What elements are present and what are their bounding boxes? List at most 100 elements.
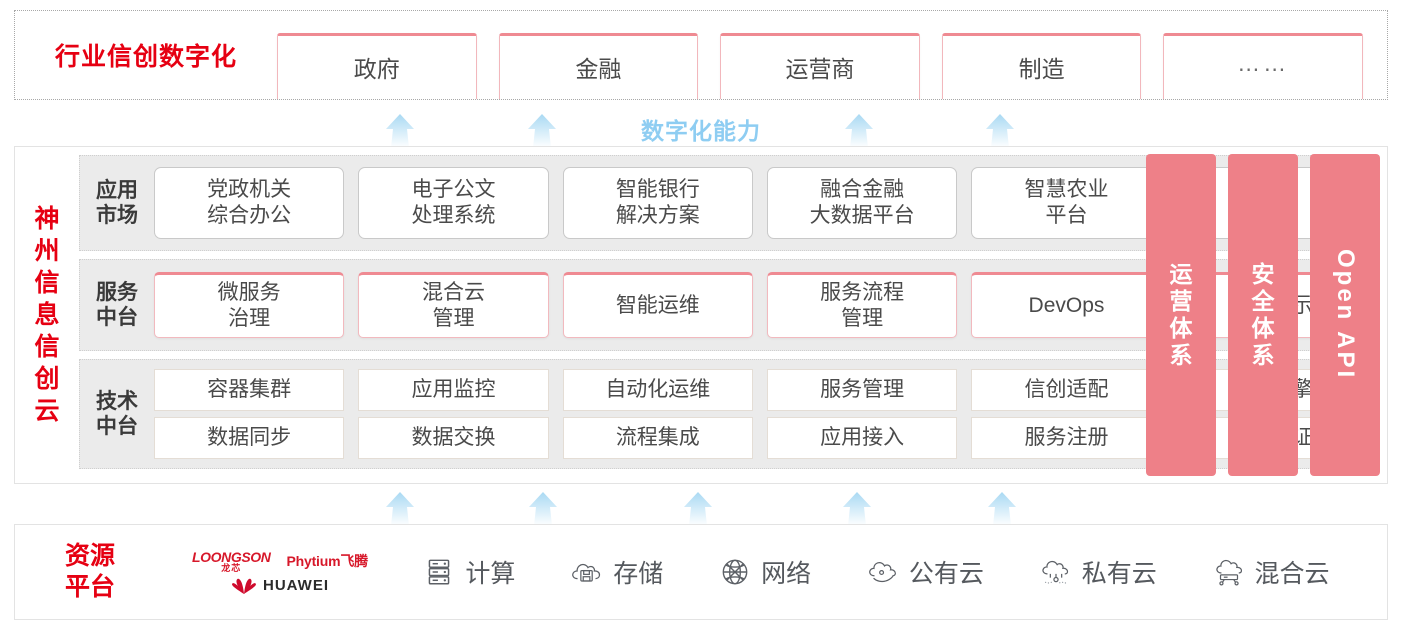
tier-row-tech-platform: 技术 中台 容器集群 应用监控 自动化运维 服务管理 信创适配 流程引擎 数据同…: [79, 359, 1379, 469]
tech-card-container-cluster[interactable]: 容器集群: [154, 369, 345, 411]
cloud-title-char: 神: [34, 205, 60, 233]
tier-label-tech-platform: 技术 中台: [80, 360, 154, 468]
card-line: 流程集成: [615, 426, 700, 450]
pillar-char: 营: [1169, 287, 1193, 314]
card-line: 服务管理: [820, 378, 905, 402]
tech-card-app-monitoring[interactable]: 应用监控: [358, 369, 549, 411]
resource-item-label: 混合云: [1254, 560, 1330, 588]
tech-card-data-exchange[interactable]: 数据交换: [358, 417, 549, 459]
card-line: 管理: [432, 307, 475, 330]
card-line: 应用接入: [820, 426, 905, 450]
up-arrow-icon: [528, 114, 556, 148]
loongson-logo-cn: 龙芯: [221, 562, 242, 573]
industry-band-title: 行业信创数字化: [54, 43, 237, 71]
resource-platform-band: 资源 平台 LOONGSON 龙芯 Phytium飞腾: [14, 524, 1388, 620]
resource-arrow-band: [0, 486, 1402, 526]
tech-card-app-access[interactable]: 应用接入: [766, 417, 958, 459]
industry-band: 行业信创数字化 政府 金融 运营商 制造 ……: [14, 10, 1388, 100]
tech-card-process-integration[interactable]: 流程集成: [562, 417, 753, 459]
resource-item-storage[interactable]: 存储: [570, 554, 663, 590]
resource-item-label: 私有云: [1081, 560, 1157, 588]
industry-card-government[interactable]: 政府: [277, 33, 477, 99]
vendor-logo-row: LOONGSON 龙芯 Phytium飞腾: [192, 550, 368, 573]
service-card-microservice-governance[interactable]: 微服务 治理: [154, 272, 345, 338]
card-line: 混合云: [421, 281, 485, 305]
tech-card-service-mgmt[interactable]: 服务管理: [766, 369, 958, 411]
pillar-char: 全: [1251, 287, 1275, 314]
up-arrow-icon: [986, 114, 1014, 148]
up-arrow-icon: [684, 492, 712, 526]
pillar-list: 运 营 体 系 安 全 体 系 Open API: [1146, 154, 1380, 476]
app-card-government-office[interactable]: 党政机关 综合办公: [154, 167, 345, 239]
industry-card-finance[interactable]: 金融: [498, 33, 699, 99]
resource-item-label: 计算: [465, 560, 516, 588]
tier-label-service-platform: 服务 中台: [80, 260, 154, 350]
app-card-finance-bigdata[interactable]: 融合金融 大数据平台: [766, 167, 958, 239]
tech-card-service-registry[interactable]: 服务注册: [971, 417, 1162, 459]
capability-label: 数字化能力: [641, 118, 761, 144]
service-card-smart-ops[interactable]: 智能运维: [562, 272, 753, 338]
pillar-char: 运: [1169, 260, 1193, 287]
card-line: 信创适配: [1024, 378, 1109, 402]
resource-item-private-cloud[interactable]: 私有云: [1039, 554, 1157, 590]
cloud-title-char: 创: [34, 365, 60, 393]
card-line: 数据同步: [207, 426, 292, 450]
up-arrow-icon: [386, 114, 414, 148]
pillar-char: 安: [1251, 260, 1275, 287]
tech-card-data-sync[interactable]: 数据同步: [154, 417, 345, 459]
card-line: 自动化运维: [605, 378, 711, 402]
pillar-operations-system[interactable]: 运 营 体 系: [1146, 154, 1216, 476]
server-rack-icon: [429, 559, 450, 585]
app-card-edoc-system[interactable]: 电子公文 处理系统: [358, 167, 549, 239]
resource-item-hybrid-cloud[interactable]: 混合云: [1212, 554, 1330, 590]
app-card-smart-agriculture[interactable]: 智慧农业 平台: [971, 167, 1162, 239]
cloud-title-char: 云: [34, 397, 60, 425]
resource-item-list: 计算 存储: [395, 554, 1387, 590]
tech-card-xinchuang-adaptation[interactable]: 信创适配: [971, 369, 1162, 411]
industry-card-operator[interactable]: 运营商: [720, 33, 920, 99]
card-line: 微服务: [217, 281, 281, 305]
app-card-smart-bank[interactable]: 智能银行 解决方案: [562, 167, 753, 239]
service-card-process-mgmt[interactable]: 服务流程 管理: [766, 272, 958, 338]
huawei-logo-text: HUAWEI: [263, 577, 329, 594]
capability-arrow-band: 数字化能力: [0, 108, 1402, 148]
up-arrow-icon: [529, 492, 557, 526]
cloud-storage-icon: [572, 563, 601, 582]
service-card-hybrid-cloud-mgmt[interactable]: 混合云 管理: [358, 272, 549, 338]
industry-card-label: 制造: [1018, 56, 1065, 82]
pillar-security-system[interactable]: 安 全 体 系: [1228, 154, 1298, 476]
up-arrow-icon: [988, 492, 1016, 526]
pillar-char: 系: [1251, 342, 1275, 369]
hybrid-cloud-icon: [1215, 559, 1242, 586]
card-line: 智能银行: [615, 178, 700, 202]
up-arrow-icon: [845, 114, 873, 148]
industry-card-more[interactable]: ……: [1163, 33, 1363, 99]
industry-card-manufacturing[interactable]: 制造: [941, 33, 1142, 99]
private-cloud-icon: [1042, 560, 1068, 584]
card-line: 大数据平台: [809, 204, 915, 227]
loongson-logo-en: LOONGSON: [192, 548, 271, 565]
cloud-title-char: 州: [34, 237, 60, 265]
card-line: 智能运维: [615, 294, 700, 318]
tier-label-line: 中台: [96, 306, 138, 329]
industry-card-label: 政府: [353, 56, 400, 82]
tier-label-line: 技术: [96, 389, 138, 413]
pillar-char: 体: [1251, 315, 1275, 341]
resource-item-network[interactable]: 网络: [718, 554, 811, 590]
tech-platform-card-grid: 容器集群 应用监控 自动化运维 服务管理 信创适配 流程引擎 数据同步 数据交换…: [154, 360, 1378, 468]
pillar-open-api[interactable]: Open API: [1310, 154, 1380, 476]
card-line: 治理: [228, 307, 271, 330]
industry-card-label: ……: [1237, 50, 1290, 76]
pillar-char: 体: [1169, 315, 1193, 341]
card-line: 智慧农业: [1024, 178, 1109, 202]
card-line: 综合办公: [207, 204, 292, 227]
card-line: DevOps: [1028, 294, 1105, 318]
card-line: 应用监控: [411, 378, 496, 402]
service-card-devops[interactable]: DevOps: [971, 272, 1162, 338]
tech-card-automated-ops[interactable]: 自动化运维: [562, 369, 753, 411]
resource-item-compute[interactable]: 计算: [422, 554, 515, 590]
tier-label-line: 市场: [96, 204, 138, 227]
pillar-label: Open API: [1332, 249, 1359, 381]
resource-item-public-cloud[interactable]: 公有云: [866, 554, 984, 590]
